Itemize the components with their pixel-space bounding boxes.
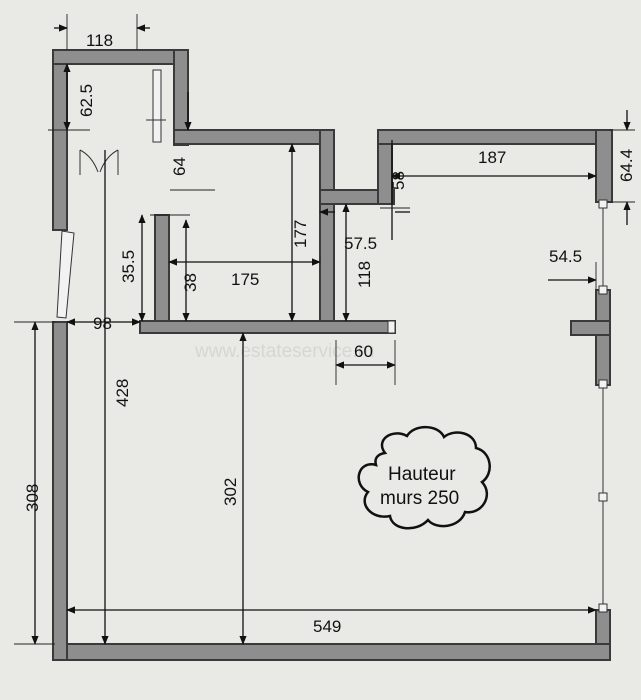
dim-label-main-height: 302	[221, 478, 240, 506]
wall-top-wc	[52, 49, 189, 65]
dim-label-window-gap: 54.5	[549, 247, 582, 266]
window-marker	[598, 603, 608, 613]
wall-left-upper	[52, 49, 68, 231]
window-marker	[598, 199, 608, 209]
openings	[56, 69, 608, 613]
dim-label-inner-height: 38	[181, 273, 200, 292]
wall-top-room	[173, 129, 335, 145]
wall-right-upper	[595, 129, 613, 203]
dim-label-partition-height: 118	[355, 261, 374, 288]
dim-label-room-width: 175	[231, 270, 259, 289]
dim-label-stub: 60	[354, 342, 373, 361]
wall-stub-end	[387, 320, 396, 334]
dim-label-wall-drop: 57.5	[344, 234, 377, 253]
dim-label-total-height: 428	[113, 379, 132, 407]
wc-double-door	[79, 149, 119, 175]
dim-label-entrance: 98	[93, 314, 112, 333]
dim-label-left-height: 308	[23, 484, 42, 512]
walls	[52, 49, 613, 661]
wall-inner-vertical	[154, 214, 170, 328]
dim-label-left-wall-top: 62.5	[77, 84, 96, 117]
note-line2: murs 250	[380, 488, 459, 509]
window-marker	[598, 379, 608, 389]
dim-label-top-width: 118	[86, 31, 113, 50]
wall-step	[319, 189, 395, 205]
wall-left-lower	[52, 321, 68, 661]
note-line1: Hauteur	[388, 464, 456, 485]
ceiling-height-note: Hauteur murs 250	[357, 425, 491, 530]
wall-right-pillar	[595, 289, 611, 386]
wall-inner-horizontal	[139, 320, 396, 334]
dim-label-total-width: 549	[313, 617, 341, 636]
window-marker	[598, 492, 608, 502]
dimension-lines	[14, 14, 635, 645]
wall-bottom	[52, 643, 611, 661]
dim-label-room-height: 177	[291, 220, 310, 248]
window-marker	[598, 285, 608, 295]
wall-right-tee	[570, 320, 611, 336]
wall-top-right	[377, 129, 613, 145]
dim-label-right-wall: 64.4	[617, 149, 636, 182]
watermark-text: www.estateservice.ru	[194, 341, 375, 362]
wall-room-right	[319, 129, 335, 326]
dimension-labels: 118 62.5 64 187 64.4 58 57.5 177 35.5 38…	[23, 31, 636, 636]
dim-label-right-room-width: 187	[478, 148, 506, 167]
dim-label-inner-wall: 35.5	[119, 250, 138, 283]
wc-panel	[152, 69, 162, 143]
dim-label-step-height: 58	[389, 171, 408, 190]
cloud-shape	[357, 425, 491, 530]
entrance-door	[56, 230, 75, 319]
dim-label-small-wall: 64	[170, 157, 189, 176]
